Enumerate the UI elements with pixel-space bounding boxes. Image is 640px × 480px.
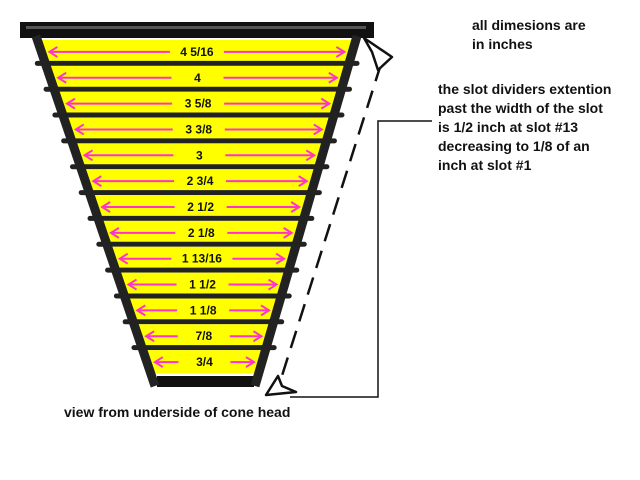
- callout-bracket: [290, 120, 432, 398]
- arrowhead-right: [260, 304, 271, 317]
- slot-band: [116, 272, 289, 296]
- arrowhead-right: [320, 97, 332, 110]
- units-note-line: all dimesions are: [472, 17, 586, 33]
- arrowhead-bottom: [264, 374, 298, 397]
- slot-band: [46, 65, 349, 90]
- slot-width-label: 1 13/16: [182, 252, 222, 266]
- slot-width-label: 3 5/8: [185, 97, 212, 111]
- top-bar: [20, 22, 374, 38]
- arrowhead-left: [82, 149, 94, 162]
- units-note-line: in inches: [472, 36, 533, 52]
- arrowhead-right: [335, 46, 347, 58]
- arrowhead-left: [47, 46, 58, 58]
- extension-note: the slot dividers extention past the wid…: [438, 80, 638, 175]
- arrowhead-right: [275, 252, 286, 265]
- slot-width-label: 7/8: [195, 329, 212, 343]
- cone-right-wall: [250, 34, 362, 388]
- arrowhead-left: [73, 123, 85, 136]
- slot-width-label: 3/4: [196, 355, 213, 369]
- extension-note-line: inch at slot #1: [438, 157, 532, 173]
- arrowhead-left: [152, 356, 164, 368]
- arrowhead-right: [283, 226, 294, 239]
- arrowhead-left: [117, 252, 129, 265]
- arrowhead-right: [290, 201, 302, 213]
- slot-band: [125, 298, 281, 322]
- units-note: all dimesions are in inches: [472, 16, 622, 54]
- slot-band: [134, 324, 273, 348]
- slot-width-label: 2 1/2: [187, 200, 214, 214]
- arrowhead-top: [362, 36, 394, 72]
- arrowhead-left: [65, 97, 76, 110]
- arrowhead-left: [56, 71, 67, 84]
- slot-band: [81, 169, 319, 193]
- slot-band: [142, 350, 266, 374]
- arrowhead-right: [298, 175, 309, 188]
- slot-band: [54, 91, 341, 116]
- arrowhead-left: [91, 175, 102, 188]
- slot-band: [90, 195, 311, 219]
- slot-width-label: 1 1/2: [189, 278, 216, 292]
- arrowhead-left: [135, 304, 146, 317]
- arrowhead-right: [313, 123, 324, 136]
- extension-note-line: decreasing to 1/8 of an: [438, 138, 590, 154]
- arrowhead-right: [252, 330, 264, 343]
- slot-width-label: 2 3/4: [187, 174, 214, 188]
- cone-left-wall: [31, 34, 160, 388]
- arrowhead-right: [305, 149, 317, 162]
- slot-band: [37, 40, 356, 64]
- arrowhead-left: [144, 330, 155, 343]
- slot-band: [72, 143, 326, 167]
- slots-layer: 4 5/16 4 3 5/8 3 3/8 3 2 3/4 2 1/2 2 1/8 1 13/16…: [34, 40, 360, 374]
- diagram-caption: view from underside of cone head: [64, 404, 291, 420]
- arrowhead-right: [268, 278, 279, 291]
- arrowhead-right: [245, 356, 256, 368]
- slot-band: [98, 220, 304, 245]
- slot-band: [107, 246, 296, 271]
- extension-note-line: the slot dividers extention: [438, 81, 612, 97]
- slot-width-label: 2 1/8: [188, 226, 215, 240]
- slot-width-label: 3: [196, 148, 203, 162]
- slot-width-label: 1 1/8: [190, 303, 217, 317]
- extension-note-line: past the width of the slot: [438, 100, 603, 116]
- slot-width-label: 3 3/8: [185, 122, 212, 136]
- top-bar-highlight: [26, 26, 366, 29]
- arrowhead-left: [100, 201, 111, 213]
- arrowhead-left: [126, 278, 138, 291]
- bottom-block: [157, 376, 254, 387]
- extension-note-line: is 1/2 inch at slot #13: [438, 119, 579, 135]
- slot-band: [63, 117, 334, 141]
- slot-width-label: 4 5/16: [180, 45, 214, 59]
- slot-width-label: 4: [194, 71, 201, 85]
- arrowhead-right: [328, 71, 339, 84]
- arrowhead-left: [109, 226, 120, 239]
